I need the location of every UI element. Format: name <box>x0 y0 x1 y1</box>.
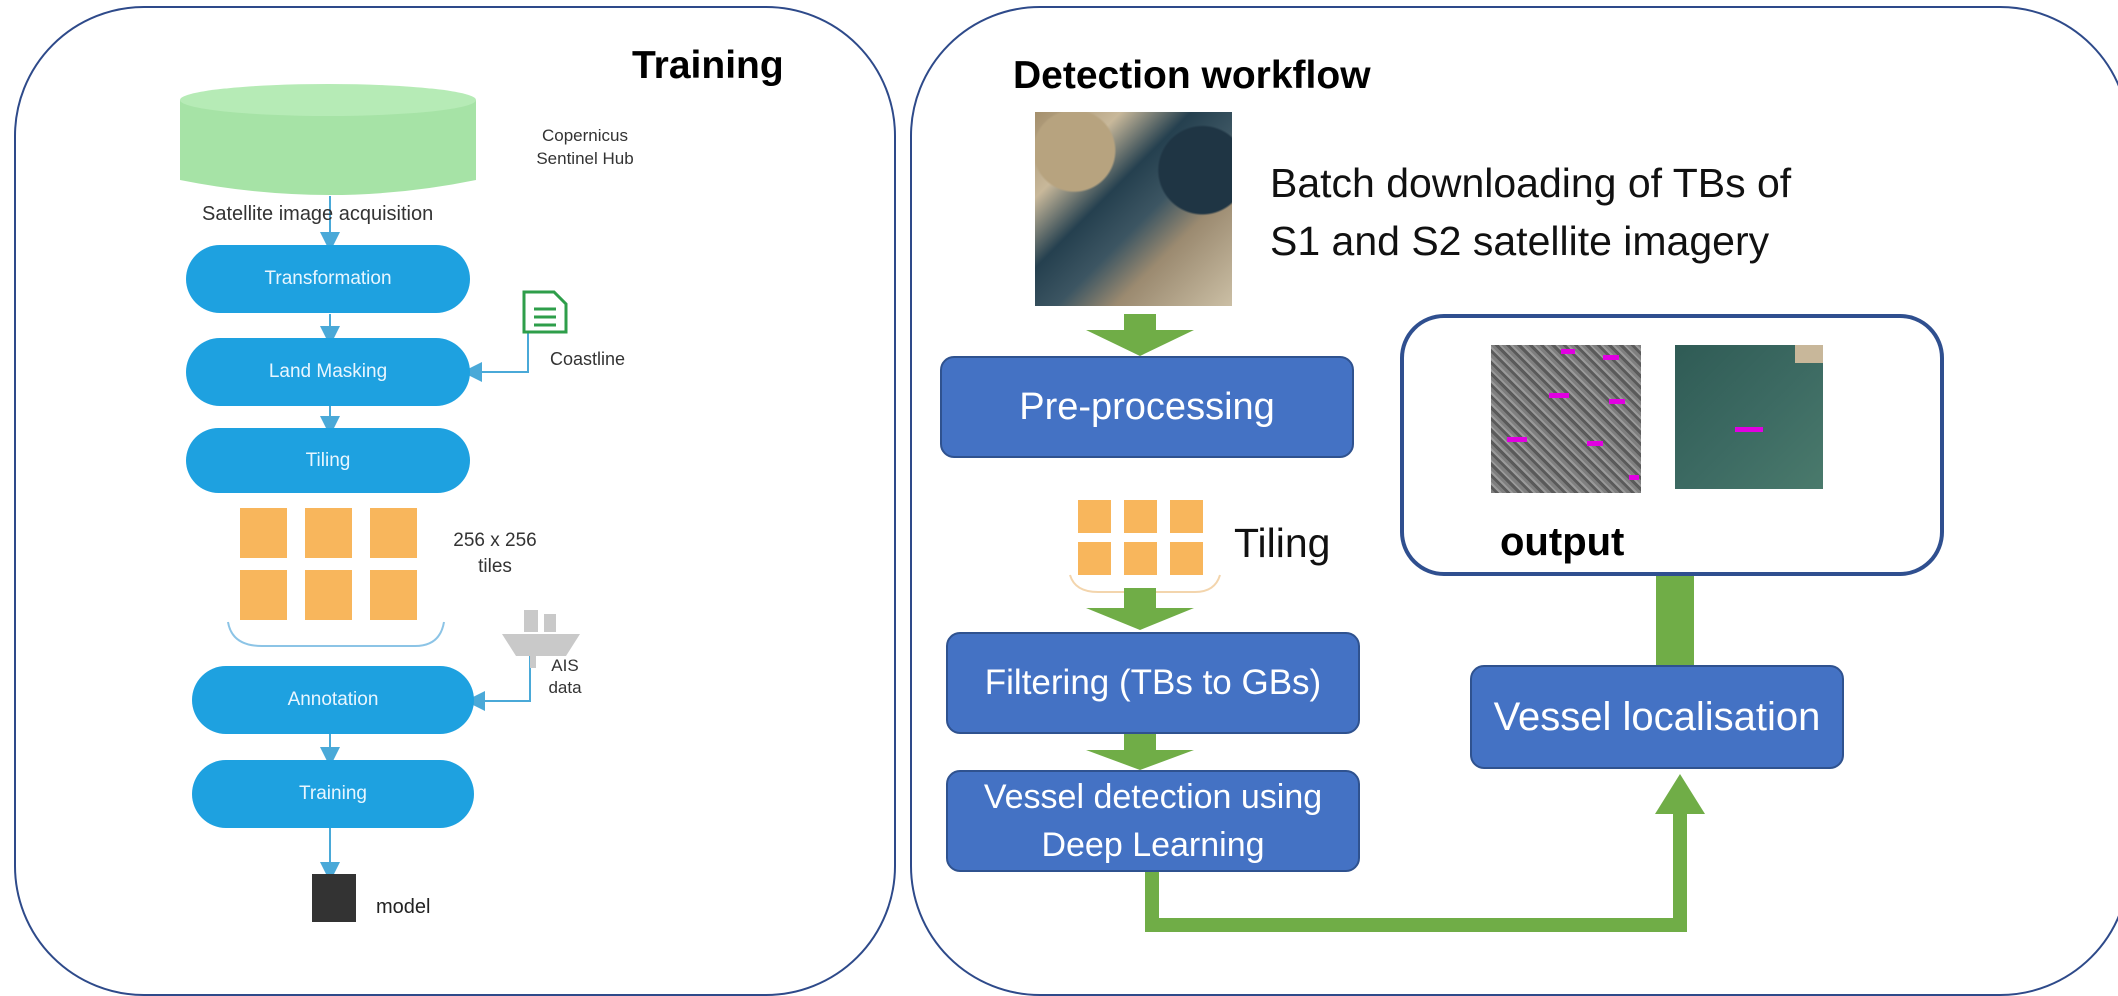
detection-marker <box>1609 399 1625 404</box>
satellite-port-image <box>1035 112 1232 306</box>
detection-marker <box>1507 437 1527 442</box>
detection-marker <box>1587 441 1603 446</box>
tile <box>370 570 417 620</box>
arrow-head-localise <box>1655 774 1705 814</box>
detection-marker <box>1561 349 1575 354</box>
arrow-shaft-output <box>1656 560 1694 666</box>
tile <box>305 508 352 558</box>
arrow-ais <box>465 654 531 711</box>
preprocessing-box: Pre-processing <box>940 356 1354 458</box>
output-box <box>1400 314 1944 576</box>
tiling-label: Tiling <box>1234 520 1331 566</box>
vessel-localisation-box: Vessel localisation <box>1470 665 1844 769</box>
arrow-image-preprocess <box>1086 314 1194 356</box>
detection-marker <box>1629 475 1639 480</box>
tile <box>240 508 287 558</box>
tile <box>240 570 287 620</box>
tiles-size-label: 256 x 256 tiles <box>453 530 537 577</box>
sar-output-image <box>1491 345 1641 493</box>
copernicus-label: Copernicus Sentinel Hub <box>536 126 634 168</box>
optical-output-image <box>1675 345 1823 489</box>
training-step: Training <box>192 760 474 828</box>
tile <box>1170 500 1203 533</box>
arrow-coastline <box>462 330 529 382</box>
tile <box>1078 542 1111 575</box>
transformation-step: Transformation <box>186 245 470 313</box>
document-icon <box>522 290 568 334</box>
detection-marker <box>1549 393 1569 398</box>
model-square-icon <box>312 874 356 922</box>
tile <box>1124 542 1157 575</box>
tiling-step: Tiling <box>186 428 470 493</box>
coastline-label: Coastline <box>550 349 626 369</box>
ship-icon <box>502 610 580 668</box>
batch-download-text: Batch downloading of TBs of S1 and S2 sa… <box>1270 160 1792 264</box>
tiles-bracket-training <box>227 621 445 647</box>
arrow-filter-detect <box>1086 733 1194 770</box>
tile <box>1078 500 1111 533</box>
acquisition-label: Satellite image acquisition <box>202 203 434 225</box>
detection-marker <box>1735 427 1763 432</box>
training-title: Training <box>632 44 784 87</box>
ais-label: AIS data <box>548 656 582 697</box>
arrow-detect-localise <box>1145 810 1687 932</box>
tile <box>1124 500 1157 533</box>
output-label: output <box>1500 520 1625 564</box>
database-cylinder-icon <box>180 84 476 195</box>
tile <box>305 570 352 620</box>
detection-marker <box>1603 355 1619 360</box>
tile <box>370 508 417 558</box>
detection-title: Detection workflow <box>1013 54 1371 97</box>
filtering-box: Filtering (TBs to GBs) <box>946 632 1360 734</box>
annotation-step: Annotation <box>192 666 474 734</box>
land-masking-step: Land Masking <box>186 338 470 406</box>
vessel-detection-box: Vessel detection using Deep Learning <box>946 770 1360 872</box>
tile <box>1170 542 1203 575</box>
model-label: model <box>376 896 431 918</box>
arrow-tiling-filter <box>1086 588 1194 630</box>
